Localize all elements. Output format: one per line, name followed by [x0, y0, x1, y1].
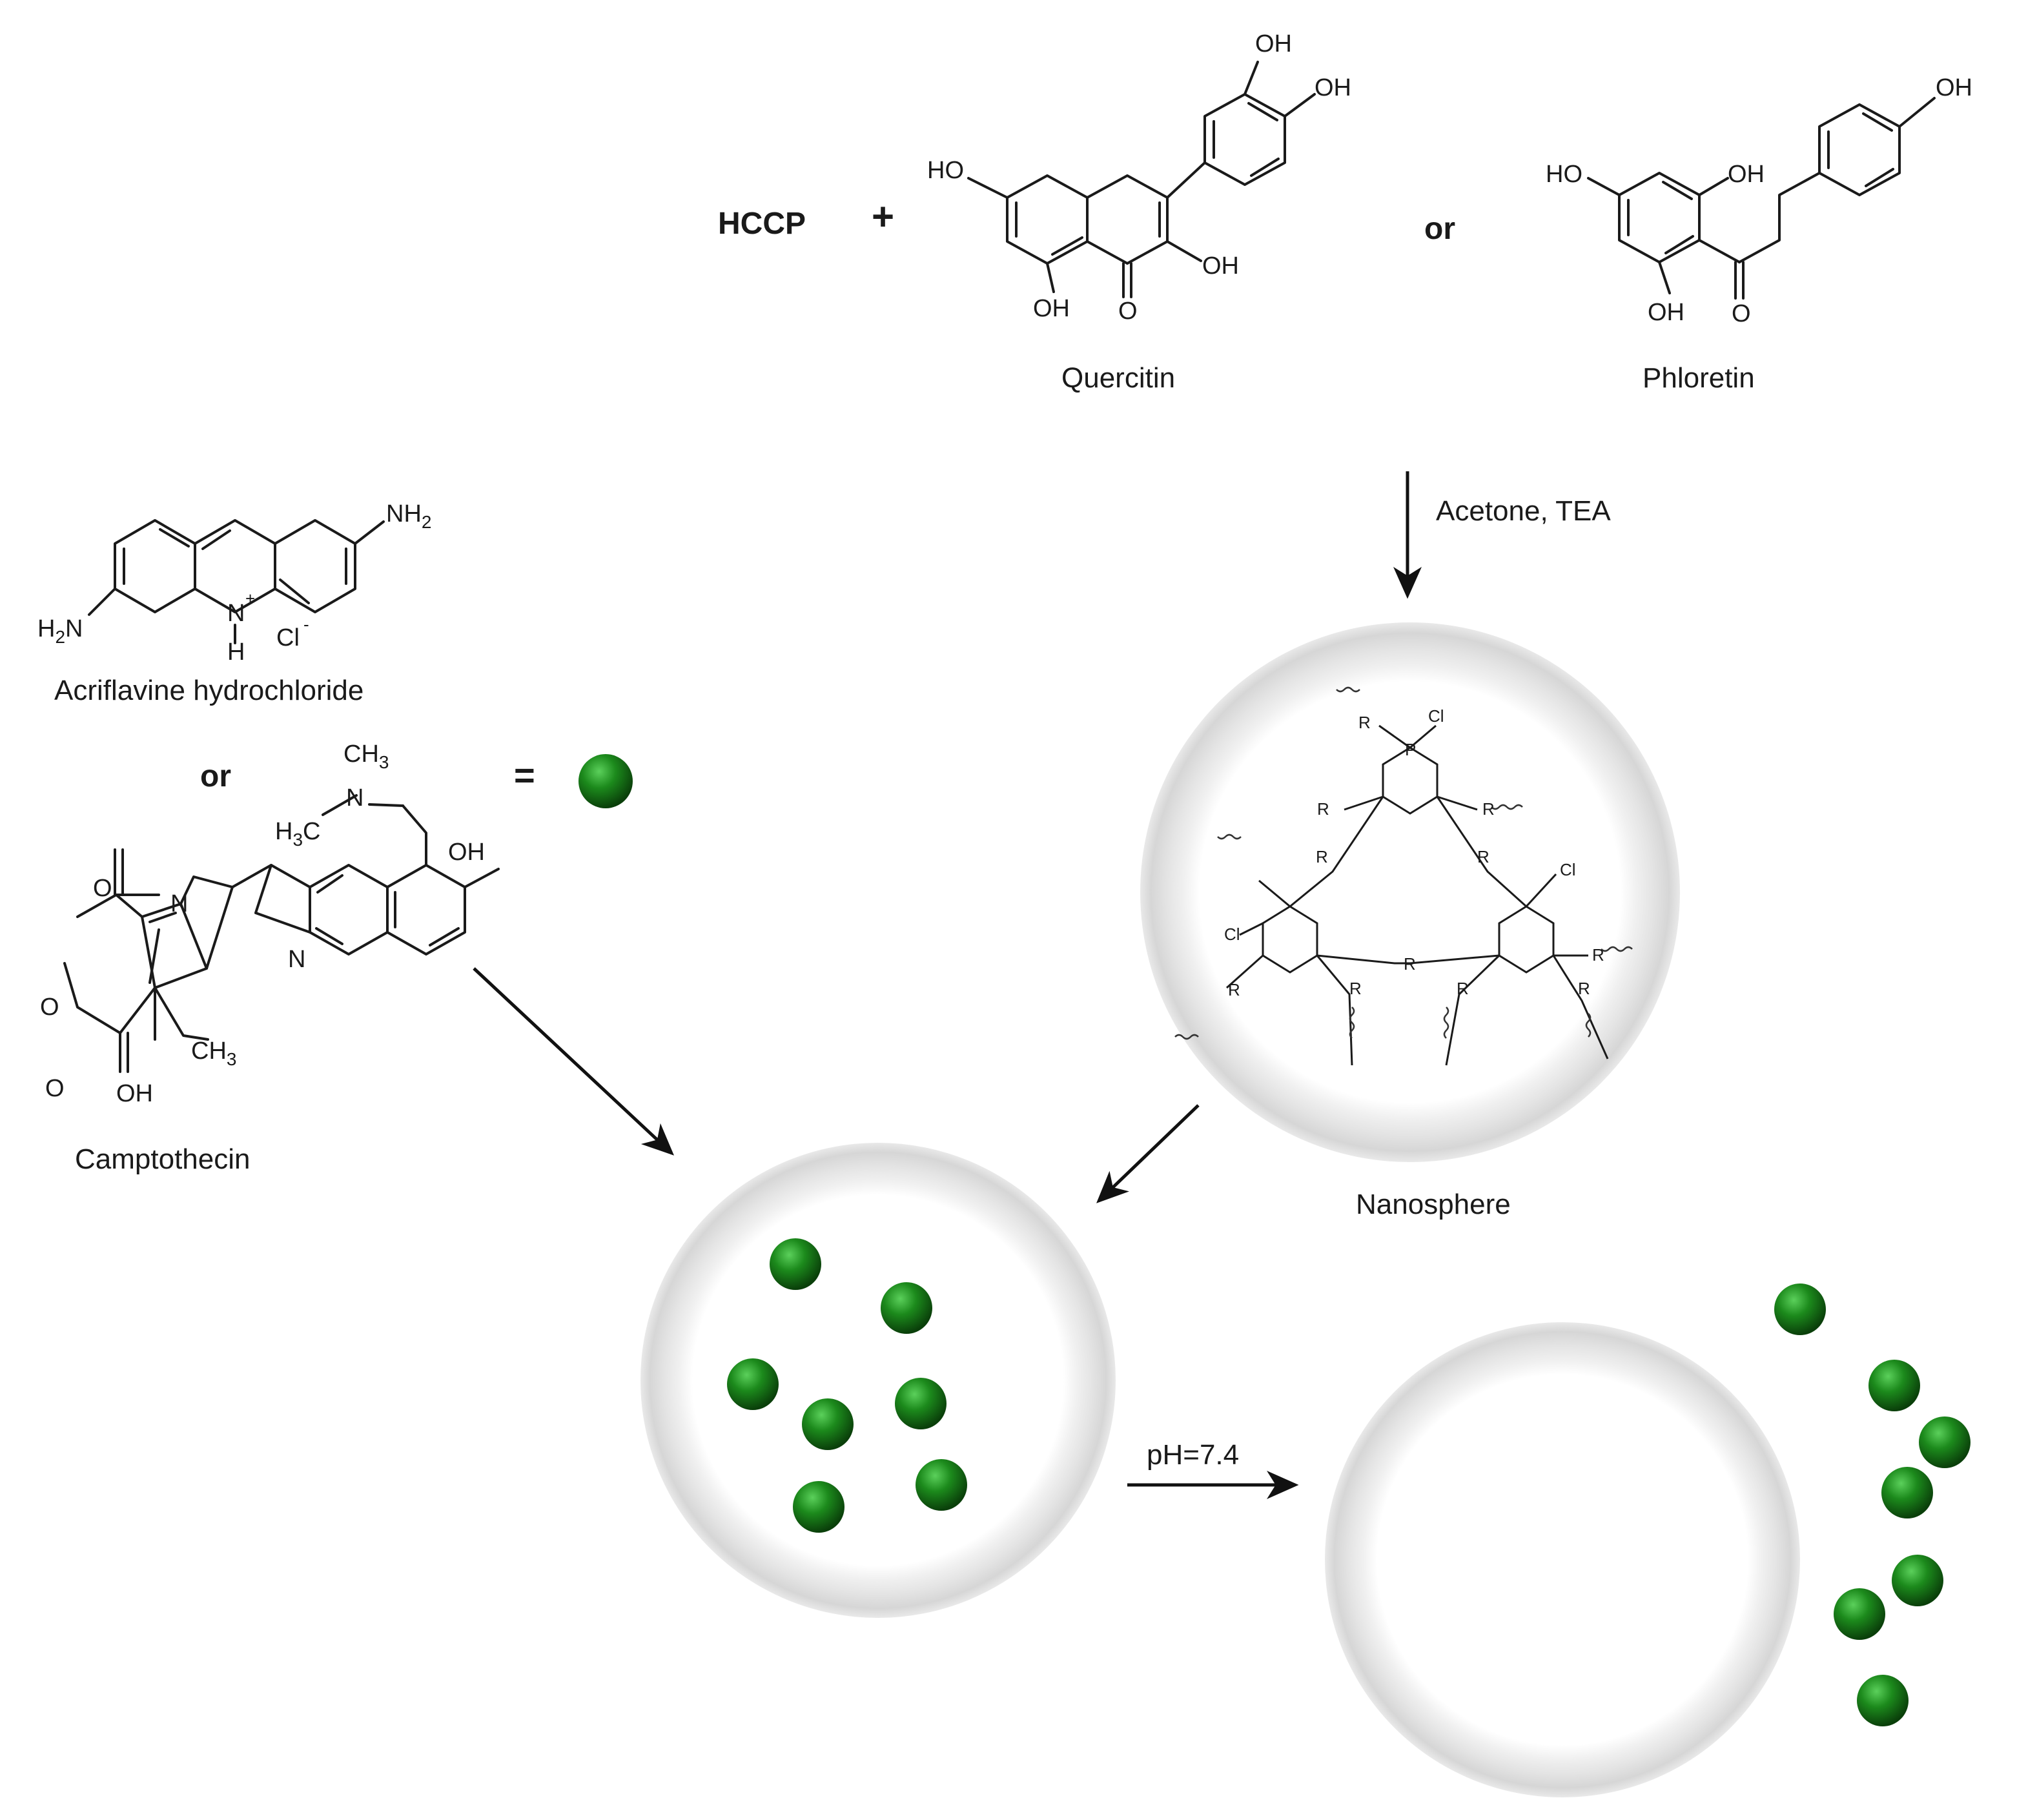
quercitin-carbonyl-o: O: [1118, 298, 1138, 325]
acriflavine-h: H: [227, 639, 245, 666]
or-top: or: [1424, 212, 1455, 246]
camptothecin-oh-right: OH: [448, 839, 485, 866]
drug-loading-arrow: [473, 967, 675, 1156]
network-cl-2: Cl: [1560, 860, 1576, 879]
or-left: or: [200, 759, 231, 793]
camptothecin-o-ring: O: [40, 994, 59, 1021]
released-drug: [1834, 1588, 1885, 1640]
quercitin-structure: OH OH HO OH OH O: [927, 30, 1351, 325]
released-drugs: [1774, 1283, 1970, 1726]
released-drug: [1892, 1555, 1943, 1606]
network-r-8: R: [1457, 979, 1469, 998]
network-r-3: R: [1482, 799, 1495, 819]
released-drug: [1881, 1467, 1933, 1518]
phloretin-structure: HO OH OH O OH: [1546, 74, 1972, 327]
loaded-drug: [770, 1238, 821, 1290]
released-drug: [1919, 1416, 1970, 1468]
phloretin-ho-left: HO: [1546, 161, 1582, 188]
reaction-conditions: Acetone, TEA: [1436, 495, 1611, 527]
network-p-1: P: [1405, 740, 1416, 759]
camptothecin-label: Camptothecin: [75, 1143, 250, 1175]
camptothecin-ch3-top: CH3: [343, 741, 389, 772]
quercitin-label: Quercitin: [1061, 362, 1175, 394]
network-r-6: R: [1404, 954, 1416, 974]
network-cl-1: Cl: [1428, 706, 1444, 726]
acriflavine-nh2: NH2: [386, 500, 431, 532]
acriflavine-plus: +: [245, 589, 255, 608]
phloretin-label: Phloretin: [1643, 362, 1755, 394]
network-r-9: R: [1578, 979, 1590, 998]
phloretin-oh-bottom: OH: [1648, 299, 1684, 326]
loaded-drug: [727, 1358, 779, 1410]
acriflavine-cl: Cl: [276, 624, 300, 651]
quercitin-oh-bottom: OH: [1033, 295, 1070, 322]
camptothecin-ch3-ethyl: CH3: [191, 1038, 236, 1069]
network-r-5: R: [1477, 847, 1489, 866]
drug-sphere-legend: [578, 754, 633, 808]
loaded-drug: [916, 1459, 967, 1511]
release-condition: pH=7.4: [1147, 1439, 1239, 1471]
released-drug: [1774, 1283, 1826, 1335]
network-r-1: R: [1358, 713, 1371, 732]
network-cl-3: Cl: [1224, 925, 1240, 944]
quercitin-ho-left: HO: [927, 157, 964, 184]
released-drug: [1868, 1360, 1920, 1411]
empty-nanosphere: [1325, 1322, 1800, 1797]
quercitin-oh-top: OH: [1255, 30, 1292, 57]
loaded-drug: [895, 1378, 947, 1429]
plus-sign: +: [872, 195, 894, 238]
camptothecin-structure: CH3 N H3C OH N N O O O CH3 OH: [40, 741, 500, 1107]
phloretin-oh-top: OH: [1936, 74, 1972, 101]
acriflavine-n: N: [227, 600, 245, 627]
network-r-4: R: [1316, 847, 1328, 866]
acriflavine-minus: -: [303, 615, 309, 634]
polyphosphazene-network: P Cl R R R R R Cl Cl R R R R R R: [1174, 686, 1633, 1066]
equals-sign: =: [514, 755, 535, 795]
nanosphere-shell: [1140, 622, 1680, 1162]
loaded-drug: [802, 1398, 854, 1450]
acriflavine-structure: NH2 H2N N + H Cl -: [37, 500, 431, 666]
phloretin-oh-mid: OH: [1728, 161, 1765, 188]
sphere-loading-arrow: [1096, 1104, 1200, 1203]
loaded-nanosphere: [640, 1143, 1116, 1618]
hccp-label: HCCP: [718, 207, 806, 241]
network-r-2: R: [1317, 799, 1329, 819]
loaded-drug: [793, 1481, 844, 1533]
acriflavine-h2n: H2N: [37, 615, 83, 647]
loaded-sphere-shell: [640, 1143, 1116, 1618]
quercitin-oh-ring: OH: [1202, 252, 1239, 280]
camptothecin-h3c: H3C: [275, 818, 320, 850]
camptothecin-oh-bottom: OH: [116, 1080, 153, 1107]
released-drug: [1857, 1675, 1909, 1726]
nanosphere-label: Nanosphere: [1356, 1189, 1511, 1220]
loaded-drug: [881, 1282, 932, 1334]
camptothecin-n-pyridine: N: [288, 946, 305, 973]
camptothecin-o-keto: O: [93, 875, 112, 902]
quercitin-oh-right: OH: [1315, 74, 1351, 101]
camptothecin-n-ring: N: [170, 890, 188, 917]
nanosphere: P Cl R R R R R Cl Cl R R R R R R: [1140, 622, 1680, 1162]
network-r-7: R: [1349, 979, 1362, 998]
camptothecin-n-amine: N: [346, 784, 363, 812]
phloretin-carbonyl-o: O: [1732, 300, 1751, 327]
acriflavine-label: Acriflavine hydrochloride: [54, 675, 363, 706]
camptothecin-o-lactone: O: [45, 1075, 65, 1102]
network-r-11: R: [1228, 980, 1240, 999]
network-r-10: R: [1592, 945, 1604, 965]
